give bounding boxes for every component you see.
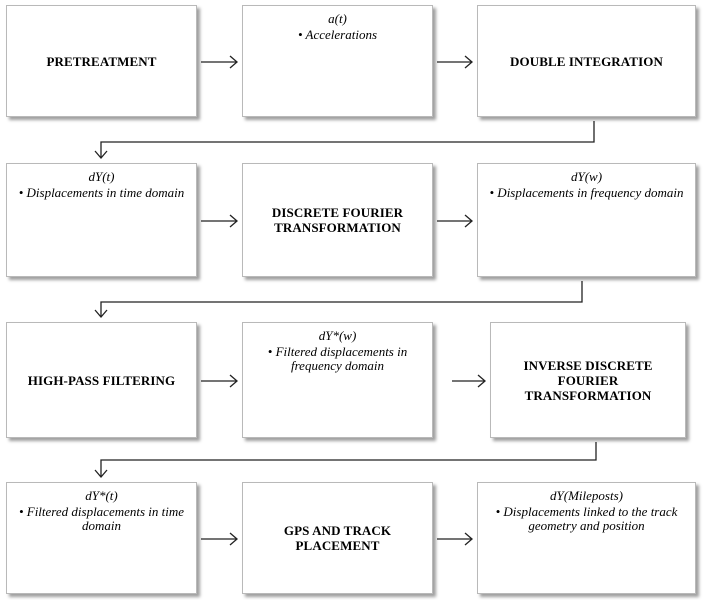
time-displacements-description: • Displacements in time domain (18, 185, 185, 200)
arrow-filtered-frequency-to-inverse-dft (452, 374, 486, 388)
arrow-double-integration-to-time-displacements (94, 121, 595, 159)
time-displacements-symbol: dY(t) (88, 169, 115, 184)
arrow-inverse-dft-to-filtered-time (94, 442, 597, 478)
arrow-filtered-time-to-gps (201, 532, 238, 546)
arrow-accelerations-to-double-integration (437, 55, 473, 69)
arrow-time-displacements-to-dft (201, 214, 238, 228)
gps-placement-box: GPS AND TRACK PLACEMENT (242, 482, 433, 594)
high-pass-filtering-label: HIGH-PASS FILTERING (27, 372, 176, 388)
filtered-frequency-box: dY*(w) • Filtered displacements in frequ… (242, 322, 433, 438)
arrow-dft-to-frequency-displacements (437, 214, 473, 228)
arrow-frequency-displacements-to-high-pass (94, 281, 583, 318)
time-displacements-box: dY(t) • Displacements in time domain (6, 163, 197, 277)
double-integration-box: DOUBLE INTEGRATION (477, 5, 696, 117)
mileposts-symbol: dY(Mileposts) (550, 488, 623, 503)
gps-placement-label: GPS AND TRACK PLACEMENT (283, 523, 392, 553)
high-pass-filtering-box: HIGH-PASS FILTERING (6, 322, 197, 438)
accelerations-box: a(t) • Accelerations (242, 5, 433, 117)
accelerations-description: • Accelerations (297, 27, 378, 42)
filtered-time-symbol: dY*(t) (85, 488, 118, 503)
arrow-high-pass-to-filtered-frequency (201, 374, 238, 388)
filtered-time-box: dY*(t) • Filtered displacements in time … (6, 482, 197, 594)
pretreatment-box: PRETREATMENT (6, 5, 197, 117)
pretreatment-label: PRETREATMENT (46, 53, 157, 69)
inverse-dft-box: INVERSE DISCRETE FOURIER TRANSFORMATION (490, 322, 686, 438)
arrow-gps-to-mileposts (437, 532, 473, 546)
frequency-displacements-description: • Displacements in frequency domain (489, 185, 684, 200)
dft-box: DISCRETE FOURIER TRANSFORMATION (242, 163, 433, 277)
inverse-dft-label: INVERSE DISCRETE FOURIER TRANSFORMATION (523, 357, 653, 403)
frequency-displacements-box: dY(w) • Displacements in frequency domai… (477, 163, 696, 277)
dft-label: DISCRETE FOURIER TRANSFORMATION (271, 205, 404, 235)
mileposts-box: dY(Mileposts) • Displacements linked to … (477, 482, 696, 594)
filtered-frequency-description: • Filtered displacements in frequency do… (267, 344, 408, 373)
filtered-time-description: • Filtered displacements in time domain (18, 504, 185, 533)
frequency-displacements-symbol: dY(w) (570, 169, 603, 184)
filtered-frequency-symbol: dY*(w) (318, 328, 357, 343)
accelerations-symbol: a(t) (328, 11, 347, 26)
mileposts-description: • Displacements linked to the track geom… (495, 504, 678, 533)
arrow-pretreatment-to-accelerations (201, 55, 238, 69)
double-integration-label: DOUBLE INTEGRATION (510, 53, 663, 69)
